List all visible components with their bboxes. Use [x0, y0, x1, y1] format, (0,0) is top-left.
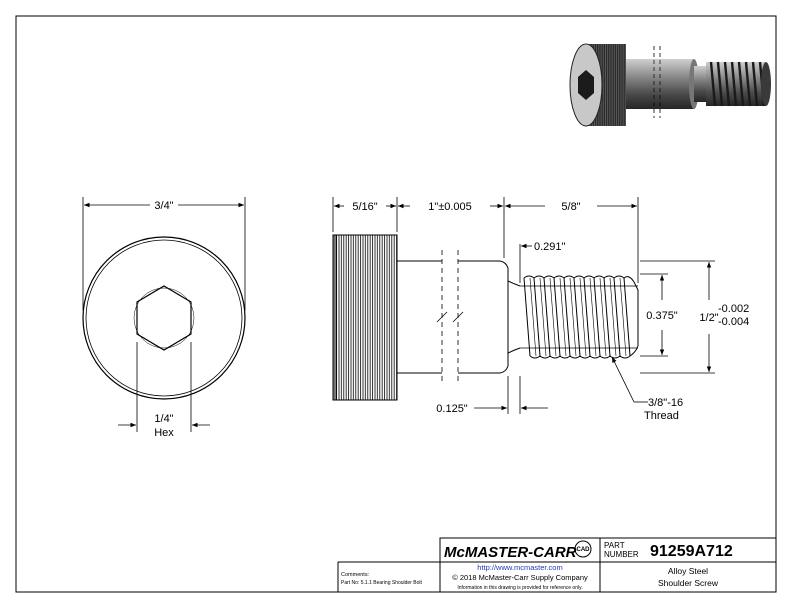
- dim-minor-diameter: 0.375": [646, 310, 678, 322]
- iso-thread: [706, 61, 771, 107]
- copyright: © 2018 McMaster-Carr Supply Company: [452, 573, 588, 582]
- head-chamfer-circle: [85, 239, 243, 397]
- comments-label: Comments:: [341, 572, 370, 578]
- dim-neck-length: 0.291": [534, 241, 566, 253]
- hex-socket: [136, 285, 192, 351]
- cad-label: CAD: [577, 547, 591, 553]
- part-number: 91259A712: [650, 543, 733, 560]
- sheet-border: [15, 15, 777, 593]
- isometric-view: [569, 43, 771, 127]
- side-view-dimensions: [332, 197, 715, 414]
- dim-thread-spec: 3/8"-16: [648, 397, 683, 409]
- part-number-label-2: NUMBER: [604, 550, 639, 559]
- knurled-head: [332, 234, 398, 401]
- end-view: [82, 197, 246, 432]
- shoulder-break-marks: [441, 250, 459, 382]
- part-no-note: Part No: 5.1.1 Bearing Shoulder Bolt: [341, 580, 422, 586]
- brand-logo: McMASTER-CARR: [444, 544, 577, 561]
- disclaimer: Information in this drawing is provided …: [457, 585, 582, 591]
- dim-head-length: 5/16": [352, 201, 377, 213]
- dim-thread-word: Thread: [644, 410, 679, 422]
- dim-tolerance-plus: -0.002: [718, 303, 749, 315]
- dim-head-diameter: 3/4": [154, 200, 173, 212]
- dim-undercut: 0.125": [436, 403, 468, 415]
- dim-shoulder-diameter: 1/2": [699, 312, 718, 324]
- title-block: McMASTER-CARR CAD PART NUMBER 91259A712 …: [337, 537, 777, 593]
- dim-hex-size: 1/4": [154, 413, 173, 425]
- description-line-1: Alloy Steel: [668, 566, 708, 576]
- thread-section: [520, 275, 639, 359]
- shoulder-body: [397, 260, 521, 374]
- side-view: 5/16" 1"±0.005 5/8" 0.291" 0.375" 1/2" -…: [332, 197, 749, 422]
- cad-badge: [574, 540, 592, 558]
- description-line-2: Shoulder Screw: [658, 578, 719, 588]
- head-outer-circle: [82, 236, 246, 400]
- iso-hex-socket: [578, 70, 594, 100]
- part-number-label-1: PART: [604, 541, 625, 550]
- dim-shoulder-length: 1"±0.005: [428, 201, 472, 213]
- dim-tolerance-minus: -0.004: [718, 316, 749, 328]
- website-url[interactable]: http://www.mcmaster.com: [477, 563, 562, 572]
- dim-hex-label: Hex: [154, 427, 174, 439]
- dim-thread-length: 5/8": [561, 201, 580, 213]
- iso-neck: [694, 66, 706, 102]
